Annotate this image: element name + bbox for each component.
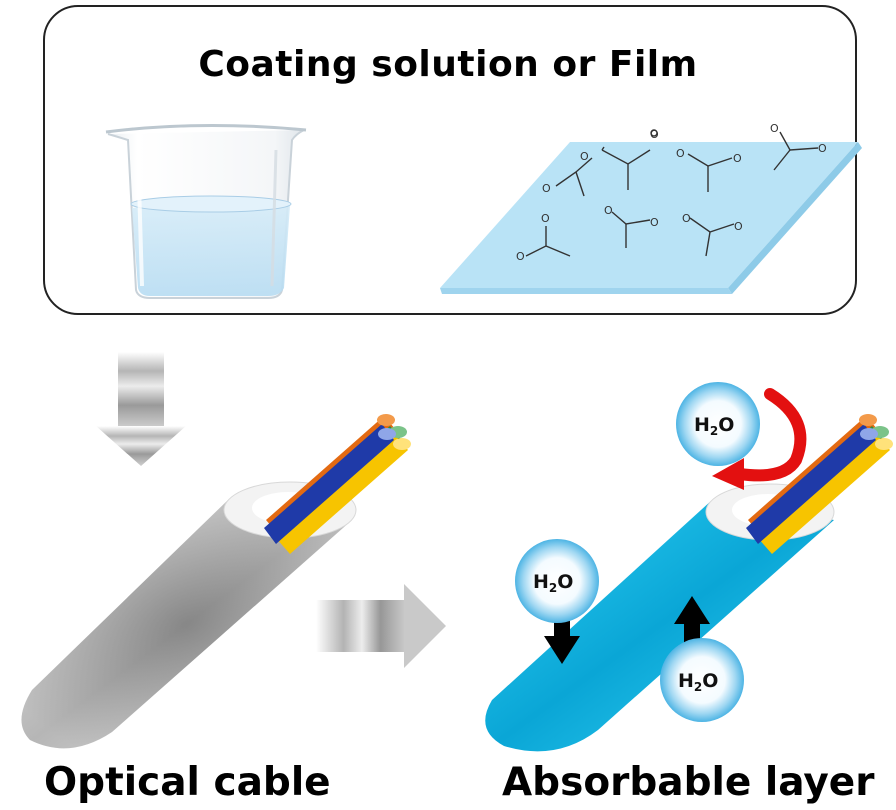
water-bubble-icon: H2O xyxy=(515,539,599,623)
film-sheet-icon xyxy=(440,142,862,294)
down-arrow-icon xyxy=(96,352,186,466)
oxygen-label: O xyxy=(516,250,525,263)
oxygen-label: O xyxy=(682,212,691,225)
panel-title: Coating solution or Film xyxy=(198,44,698,85)
water-bubble-icon: H2O xyxy=(676,382,760,466)
oxygen-label: O xyxy=(650,128,659,141)
water-bubble-icon: H2O xyxy=(660,638,744,722)
oxygen-label: O xyxy=(650,216,659,229)
oxygen-label: O xyxy=(770,122,779,135)
svg-text:H2O: H2O xyxy=(694,414,734,438)
oxygen-label: O xyxy=(734,220,743,233)
absorbable-layer-label: Absorbable layer xyxy=(502,760,875,805)
right-arrow-icon xyxy=(316,584,446,668)
oxygen-label: O xyxy=(733,152,742,165)
oxygen-label: O xyxy=(580,150,589,163)
svg-text:H2O: H2O xyxy=(533,571,573,595)
svg-text:H2O: H2O xyxy=(678,670,718,694)
oxygen-label: O xyxy=(542,182,551,195)
acetate-oxygen-labels: O O O O O O O O O O O O O xyxy=(516,122,827,263)
acetate-molecule-icon xyxy=(525,129,819,257)
oxygen-label: O xyxy=(818,142,827,155)
oxygen-label: O xyxy=(541,212,550,225)
oxygen-label: O xyxy=(604,204,613,217)
oxygen-label: O xyxy=(676,147,685,160)
beaker-icon xyxy=(105,123,307,299)
red-curved-arrow-icon xyxy=(712,388,807,490)
optical-cable-label: Optical cable xyxy=(44,760,331,805)
